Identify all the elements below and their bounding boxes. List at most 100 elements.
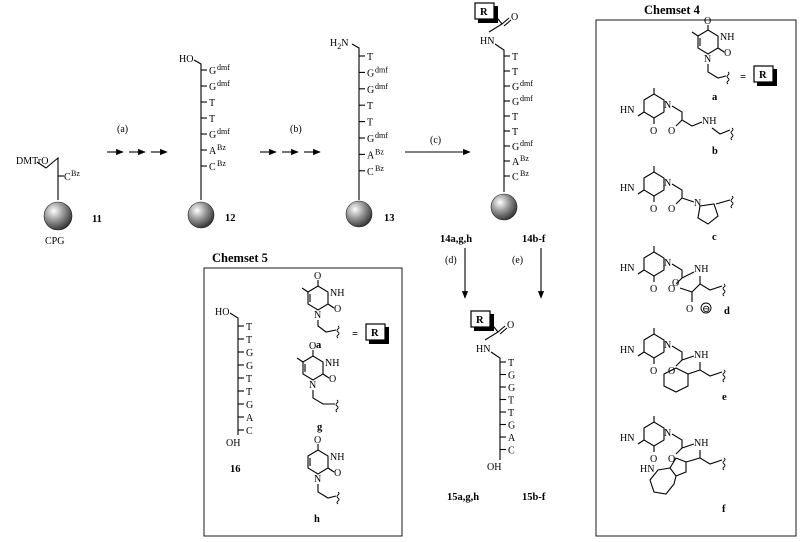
c14-base: T	[512, 67, 518, 78]
cs4-equals: =	[740, 72, 746, 83]
c14-bead	[490, 193, 518, 221]
cs4-base-e: HN O N O NH e	[620, 328, 727, 403]
svg-text:O: O	[329, 374, 336, 385]
svg-text:O: O	[724, 48, 731, 59]
c15-base: A	[508, 433, 516, 444]
step-a-label: (a)	[117, 124, 128, 135]
cs4-label-c: c	[712, 232, 717, 243]
svg-text:HN: HN	[620, 263, 634, 274]
c15-base: G	[508, 421, 515, 432]
compound-16-label: 16	[230, 464, 241, 475]
c12-base-sup: dmf	[217, 79, 230, 88]
c15-amide-o: O	[507, 320, 514, 331]
c13-base-sup: Bz	[375, 147, 384, 156]
cs5-label-g: g	[317, 422, 323, 433]
cs5-base-a: O O NH N a	[301, 271, 344, 351]
c13-base: T	[367, 52, 373, 63]
compound-11: DMTrO C Bz CPG 11	[16, 156, 102, 247]
svg-text:O: O	[650, 284, 657, 295]
c12-base: G	[209, 82, 216, 93]
r-badge-14-text: R	[480, 7, 488, 18]
c15-base: C	[508, 446, 515, 457]
c12-base-sup: dmf	[217, 127, 230, 136]
svg-text:O: O	[668, 204, 675, 215]
svg-text:N: N	[314, 310, 321, 321]
c13-base: G	[367, 85, 374, 96]
step-e: (e)	[512, 248, 545, 299]
c13-h2n: H2N	[330, 38, 348, 51]
step-b: (b)	[260, 124, 321, 156]
c13-base: T	[367, 101, 373, 112]
compound-11-label: 11	[92, 214, 102, 225]
cs4-label-b: b	[712, 146, 718, 157]
cs4-label-d: d	[724, 306, 730, 317]
c11-base-sup: Bz	[71, 169, 80, 178]
c16-base: G	[246, 400, 253, 411]
cs5-r-badge-text: R	[371, 328, 379, 339]
c15-base: T	[508, 358, 514, 369]
svg-text:O: O	[650, 454, 657, 465]
c13-base-sup: dmf	[375, 65, 388, 74]
c14-base: A	[512, 157, 520, 168]
c13-base-sup: dmf	[375, 131, 388, 140]
svg-text:NH: NH	[694, 264, 708, 275]
compound-14-right-label: 14b-f	[522, 234, 546, 245]
step-a: (a)	[107, 124, 168, 156]
c12-base: G	[209, 66, 216, 77]
c14-hn: HN	[480, 36, 494, 47]
c14-base: G	[512, 97, 519, 108]
svg-text:O: O	[704, 16, 711, 27]
c15-hn: HN	[476, 344, 490, 355]
cs5-r-badge	[365, 323, 386, 341]
svg-text:N: N	[664, 428, 671, 439]
compound-15-left-label: 15a,g,h	[447, 492, 479, 503]
chemset-5-box	[203, 267, 403, 537]
cs4-r-badge	[753, 65, 774, 83]
svg-text:HN: HN	[620, 183, 634, 194]
c16-base: C	[246, 426, 253, 437]
svg-text:O: O	[650, 126, 657, 137]
svg-text:O: O	[650, 204, 657, 215]
c14-base: T	[512, 52, 518, 63]
c13-base: G	[367, 68, 374, 79]
svg-text:N: N	[694, 198, 701, 209]
svg-text:HN: HN	[620, 105, 634, 116]
c16-oh: OH	[226, 438, 240, 449]
svg-text:N: N	[664, 178, 671, 189]
svg-text:NH: NH	[702, 116, 716, 127]
c16-base: T	[246, 374, 252, 385]
compound-12-label: 12	[225, 213, 236, 224]
svg-text:O: O	[668, 454, 675, 465]
c13-base-sup: Bz	[375, 164, 384, 173]
step-d-label: (d)	[445, 255, 457, 266]
c15-oh: OH	[487, 462, 501, 473]
svg-text:N: N	[314, 474, 321, 485]
chemset-5-title: Chemset 5	[212, 251, 268, 265]
c13-base: A	[367, 150, 375, 161]
c14-base-sup: dmf	[520, 94, 533, 103]
dmtro-label: DMTrO	[16, 156, 48, 167]
svg-text:N: N	[664, 258, 671, 269]
step-c-label: (c)	[430, 135, 441, 146]
c12-base-sup: dmf	[217, 63, 230, 72]
c16-ho: HO	[215, 307, 229, 318]
svg-text:NH: NH	[330, 452, 344, 463]
svg-text:NH: NH	[325, 358, 339, 369]
svg-text:HN: HN	[640, 464, 654, 475]
cs4-label-a: a	[712, 92, 718, 103]
svg-text:O: O	[334, 304, 341, 315]
svg-text:O: O	[650, 366, 657, 377]
chemset-4-title: Chemset 4	[644, 3, 701, 17]
svg-text:NH: NH	[720, 32, 734, 43]
c14-base-sup: dmf	[520, 79, 533, 88]
c11-base: C	[64, 172, 71, 183]
c16-base: A	[246, 413, 254, 424]
c14-amide-o: O	[511, 12, 518, 23]
svg-text:N: N	[664, 100, 671, 111]
c15-base: G	[508, 371, 515, 382]
svg-text:O: O	[334, 468, 341, 479]
svg-text:O: O	[686, 304, 693, 315]
cs4-base-f: HN O N O NH HN f	[620, 416, 726, 515]
